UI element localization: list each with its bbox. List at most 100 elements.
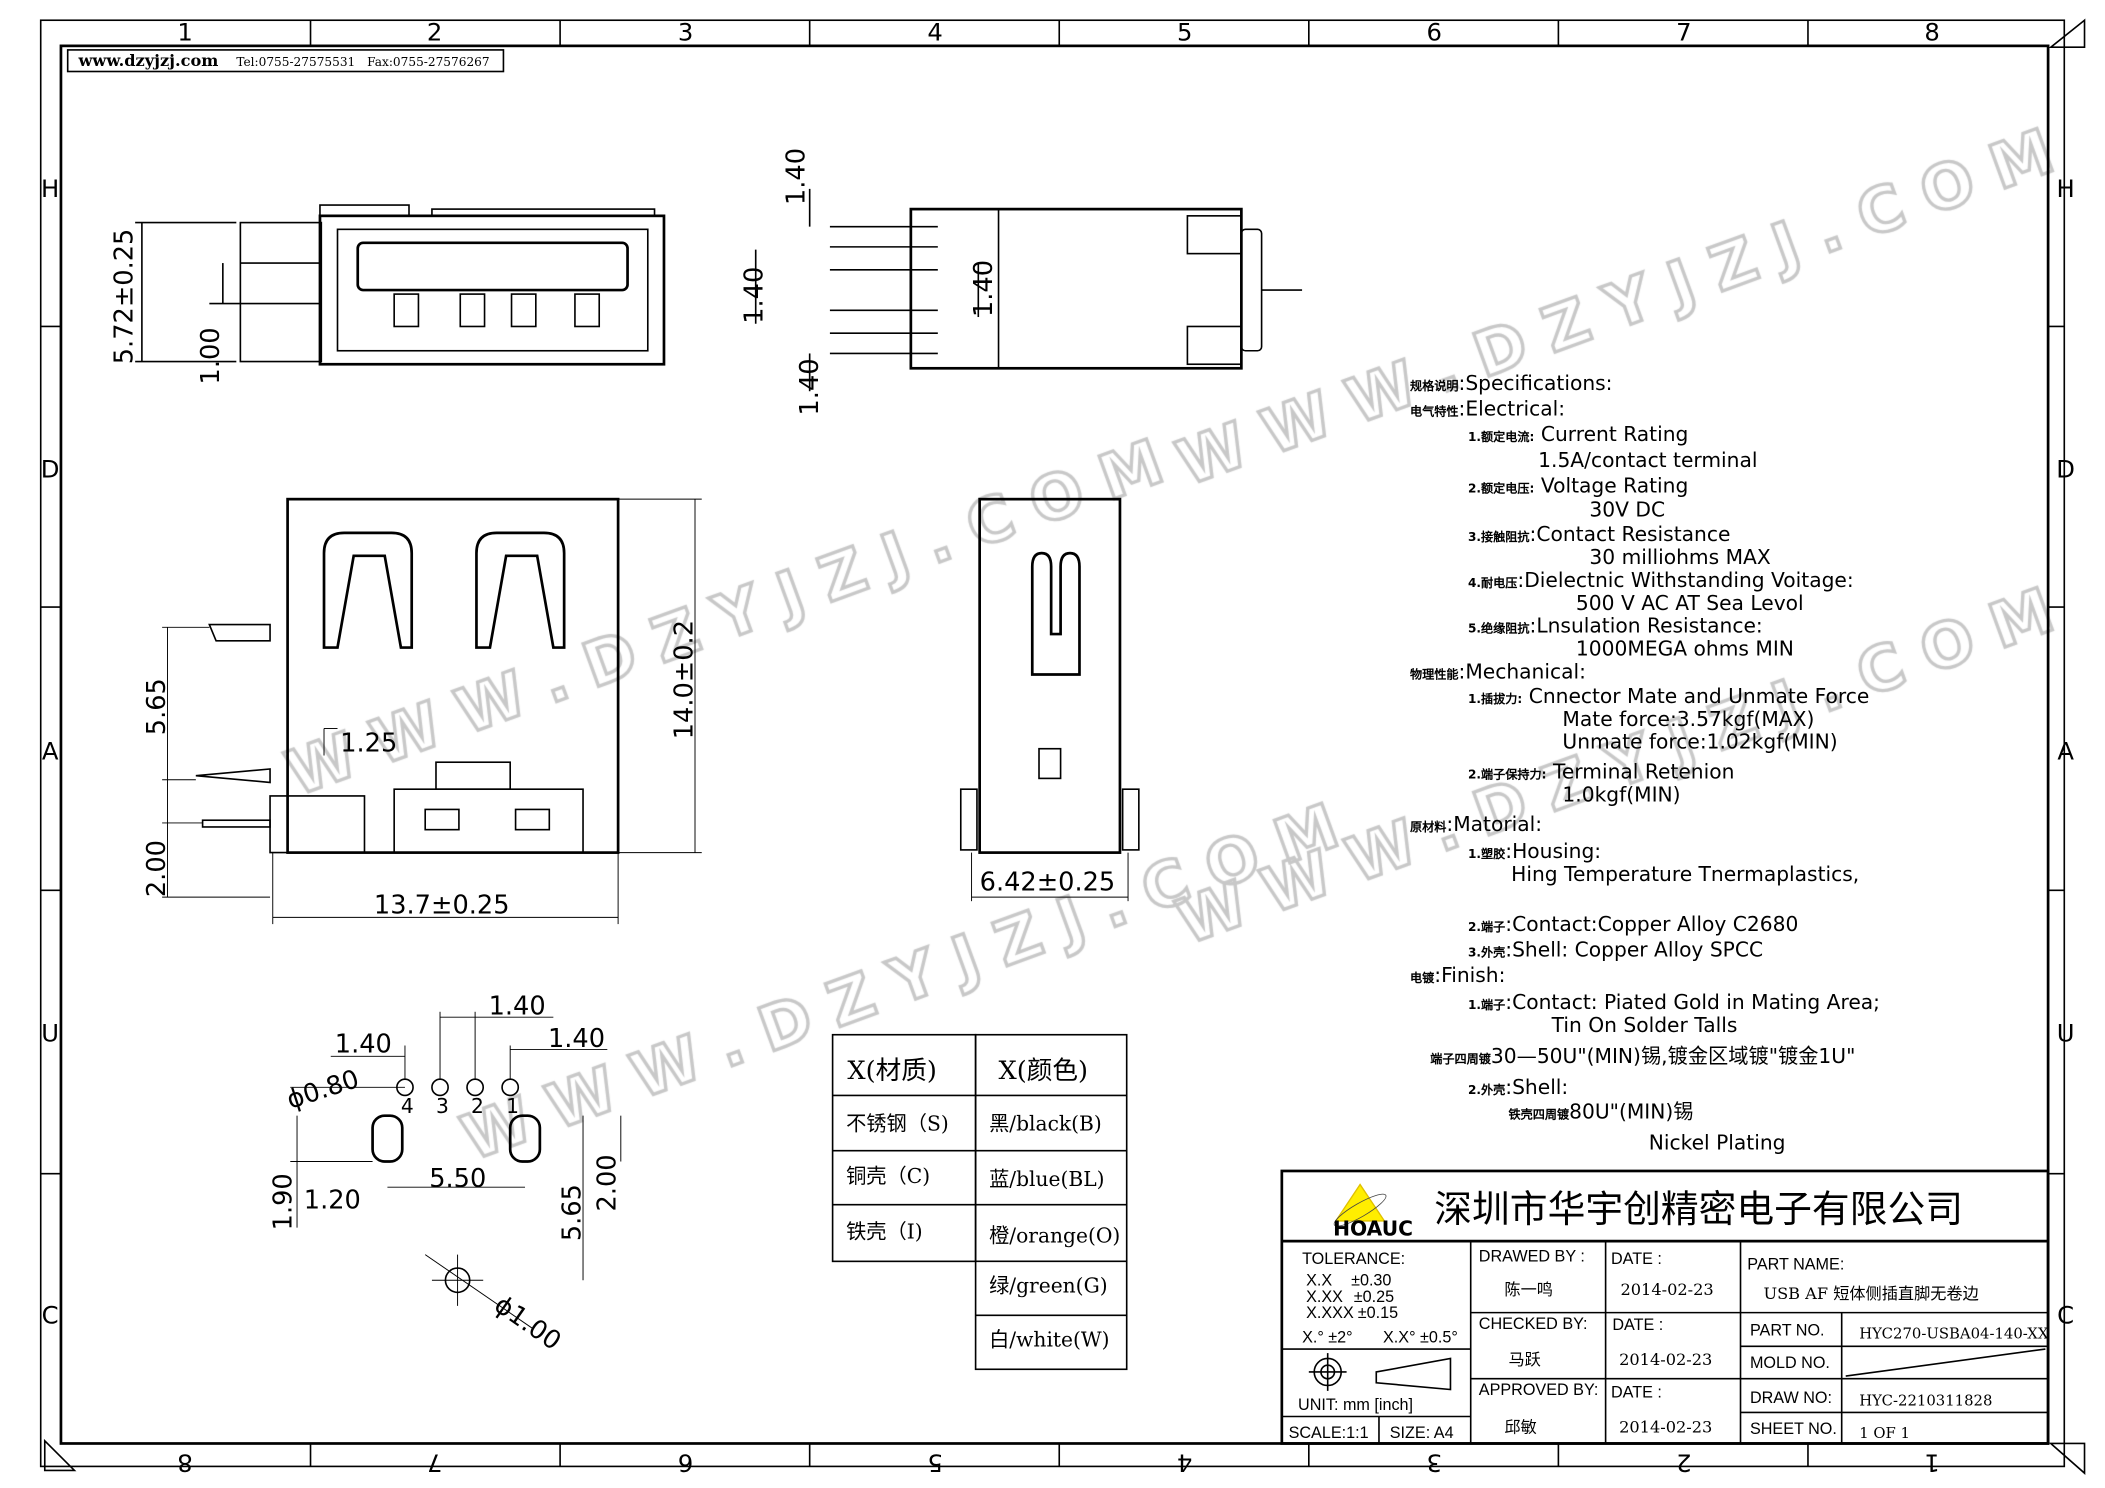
svg-text:铁壳四周镀80U"(MIN)锡: 铁壳四周镀80U"(MIN)锡: [1508, 1099, 1693, 1123]
zone-labels-bottom: 8 7 6 5 4 3 2 1: [177, 1448, 1939, 1477]
svg-text:2: 2: [427, 17, 442, 46]
svg-text:1.端子:Contact: Piated Gold i: 1.端子:Contact: Piated Gold in Mating Area…: [1468, 990, 1880, 1014]
svg-text:Mate force:3.57kgf(MAX): Mate force:3.57kgf(MAX): [1562, 707, 1814, 731]
svg-text:1.40: 1.40: [335, 1029, 392, 1059]
svg-text:SIZE: A4: SIZE: A4: [1390, 1424, 1454, 1442]
svg-text:6: 6: [1427, 17, 1442, 46]
svg-text:H: H: [2057, 174, 2075, 203]
svg-text:USB AF 短体侧插直脚无卷边: USB AF 短体侧插直脚无卷边: [1763, 1284, 1978, 1303]
svg-text:5.绝缘阻抗:Lnsulation Resistance:: 5.绝缘阻抗:Lnsulation Resistance:: [1468, 614, 1763, 638]
svg-text:X.° ±2°: X.° ±2°: [1302, 1328, 1353, 1346]
svg-text:绿/green(G): 绿/green(G): [989, 1273, 1108, 1297]
svg-text:3: 3: [678, 17, 693, 46]
svg-text:电气特性:Electrical:: 电气特性:Electrical:: [1410, 397, 1565, 421]
svg-text:黑/black(B): 黑/black(B): [989, 1112, 1102, 1136]
contact-header: www.dzyjzj.com Tel:0755-27575531 Fax:075…: [66, 49, 505, 73]
svg-text:Unmate force:1.02kgf(MIN): Unmate force:1.02kgf(MIN): [1562, 730, 1837, 754]
svg-text:1.90: 1.90: [269, 1173, 299, 1230]
svg-text:邱敏: 邱敏: [1504, 1418, 1536, 1437]
svg-text:6: 6: [678, 1448, 693, 1477]
svg-text:2.端子:Contact:Copper Alloy C2: 2.端子:Contact:Copper Alloy C2680: [1468, 912, 1798, 936]
svg-text:2.端子保持力: Terminal Retenion: 2.端子保持力: Terminal Retenion: [1468, 759, 1734, 783]
projection-symbol-icon: [1308, 1353, 1452, 1391]
svg-text:电镀:Finish:: 电镀:Finish:: [1410, 963, 1505, 987]
svg-text:4: 4: [927, 17, 942, 46]
svg-text:7: 7: [427, 1448, 442, 1477]
svg-text:TOLERANCE:: TOLERANCE:: [1302, 1250, 1405, 1268]
svg-text:2: 2: [471, 1094, 484, 1118]
svg-text:PART NAME:: PART NAME:: [1747, 1255, 1844, 1273]
svg-text:www.dzyjzj.com: www.dzyjzj.com: [77, 51, 218, 70]
svg-text:1.40: 1.40: [739, 267, 769, 324]
svg-text:4.耐电压:Dielectnic Withstanding: 4.耐电压:Dielectnic Withstanding Voitage:: [1468, 568, 1854, 592]
svg-text:X.XXX±0.15: X.XXX±0.15: [1306, 1304, 1398, 1322]
svg-text:D: D: [41, 455, 60, 484]
material-color-table: X(材质) X(颜色) 不锈钢（S) 铜壳（C) 铁壳（I) 黑/black(B…: [831, 1033, 1128, 1371]
svg-text:3: 3: [1427, 1448, 1442, 1477]
svg-text:HYC270-USBA04-140-XX: HYC270-USBA04-140-XX: [1859, 1325, 2049, 1342]
svg-text:C: C: [42, 1300, 59, 1329]
company-logo: HOAUC: [1333, 1183, 1413, 1241]
svg-text:4: 4: [401, 1094, 414, 1118]
svg-text:DRAWED BY :: DRAWED BY :: [1479, 1247, 1585, 1265]
svg-text:原材料:Matorial:: 原材料:Matorial:: [1410, 812, 1542, 836]
svg-text:7: 7: [1676, 17, 1691, 46]
svg-text:2.00: 2.00: [592, 1154, 622, 1211]
svg-text:2014-02-23: 2014-02-23: [1619, 1350, 1712, 1369]
svg-text:HYC-2210311828: HYC-2210311828: [1859, 1393, 1992, 1410]
svg-text:14.0±0.2: 14.0±0.2: [669, 620, 699, 739]
svg-text:8: 8: [177, 1448, 192, 1477]
svg-text:1.25: 1.25: [340, 728, 397, 758]
svg-text:端子四周镀30—50U"(MIN)锡,镀金区域镀"镀金1U": 端子四周镀30—50U"(MIN)锡,镀金区域镀"镀金1U": [1430, 1044, 1855, 1068]
specifications: 规格说明:Specifications: 电气特性:Electrical: 1.…: [1410, 371, 1880, 1155]
svg-text:1.插拔力: Cnnector Mate and Un: 1.插拔力: Cnnector Mate and Unmate Force: [1468, 684, 1869, 708]
svg-text:5: 5: [927, 1448, 942, 1477]
svg-text:1: 1: [506, 1094, 519, 1118]
svg-text:5: 5: [1177, 17, 1192, 46]
svg-text:D: D: [2056, 455, 2075, 484]
svg-text:X.X±0.30: X.X±0.30: [1306, 1272, 1391, 1290]
svg-text:30V DC: 30V DC: [1589, 498, 1665, 522]
title-block: HOAUC 深圳市华宇创精密电子有限公司 TOLERANCE: X.X±0.30…: [1280, 1169, 2050, 1445]
svg-text:PART NO.: PART NO.: [1750, 1322, 1825, 1340]
company-name: 深圳市华宇创精密电子有限公司: [1434, 1187, 1963, 1231]
svg-text:蓝/blue(BL): 蓝/blue(BL): [989, 1167, 1105, 1191]
svg-text:6.42±0.25: 6.42±0.25: [980, 867, 1116, 897]
svg-text:3.接触阻抗:Contact Resistance: 3.接触阻抗:Contact Resistance: [1468, 522, 1730, 546]
svg-text:DRAW NO:: DRAW NO:: [1750, 1389, 1832, 1407]
svg-text:DATE :: DATE :: [1611, 1384, 1662, 1402]
svg-text:2014-02-23: 2014-02-23: [1619, 1418, 1712, 1437]
svg-text:UNIT: mm [inch]: UNIT: mm [inch]: [1298, 1396, 1413, 1414]
svg-text:1.额定电流: Current Rating: 1.额定电流: Current Rating: [1468, 422, 1688, 446]
svg-text:8: 8: [1924, 17, 1939, 46]
svg-text:1.40: 1.40: [489, 991, 546, 1021]
svg-text:铜壳（C): 铜壳（C): [846, 1164, 930, 1188]
zone-labels-top: 1 2 3 4 5 6 7 8: [177, 17, 1939, 46]
main-view: 5.65 2.00 1.25 14.0±0.2 13.7±0.25: [142, 497, 702, 925]
sheet-frame: [39, 18, 2086, 1475]
svg-text:1000MEGA ohms MIN: 1000MEGA ohms MIN: [1576, 637, 1794, 661]
svg-text:1: 1: [1924, 1448, 1939, 1477]
svg-text:30 milliohms MAX: 30 milliohms MAX: [1589, 545, 1770, 569]
svg-text:1.0kgf(MIN): 1.0kgf(MIN): [1562, 782, 1680, 806]
svg-text:物理性能:Mechanical:: 物理性能:Mechanical:: [1410, 660, 1586, 684]
svg-text:5.50: 5.50: [429, 1164, 486, 1194]
svg-text:陈一鸣: 陈一鸣: [1504, 1280, 1553, 1299]
svg-text:MOLD NO.: MOLD NO.: [1750, 1354, 1830, 1372]
svg-text:橙/orange(O): 橙/orange(O): [989, 1223, 1120, 1247]
svg-text:A: A: [42, 737, 59, 766]
svg-text:4: 4: [1177, 1448, 1192, 1477]
svg-text:500 V AC AT Sea Levol: 500 V AC AT Sea Levol: [1576, 591, 1804, 615]
svg-text:SCALE:1:1: SCALE:1:1: [1289, 1424, 1369, 1442]
svg-text:不锈钢（S): 不锈钢（S): [846, 1112, 949, 1136]
svg-text:1.00: 1.00: [196, 327, 226, 384]
svg-text:2.额定电压: Voltage Rating: 2.额定电压: Voltage Rating: [1468, 473, 1688, 497]
svg-text:H: H: [41, 174, 59, 203]
svg-text:1.40: 1.40: [781, 148, 811, 205]
svg-text:HOAUC: HOAUC: [1333, 1217, 1413, 1241]
svg-text:3: 3: [436, 1094, 449, 1118]
svg-text:1 OF 1: 1 OF 1: [1859, 1425, 1910, 1442]
svg-text:X(颜色): X(颜色): [999, 1056, 1089, 1086]
svg-text:1.40: 1.40: [969, 260, 999, 317]
